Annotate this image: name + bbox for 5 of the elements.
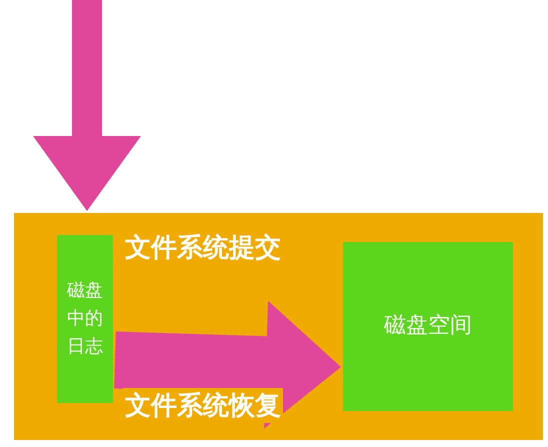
disk-space-box: 磁盘空间 xyxy=(343,242,513,411)
note-label: 文件系统恢复 xyxy=(123,388,283,423)
log-box: 磁盘中的日志 xyxy=(57,235,113,403)
arrow xyxy=(33,0,141,211)
arrow xyxy=(114,300,341,429)
